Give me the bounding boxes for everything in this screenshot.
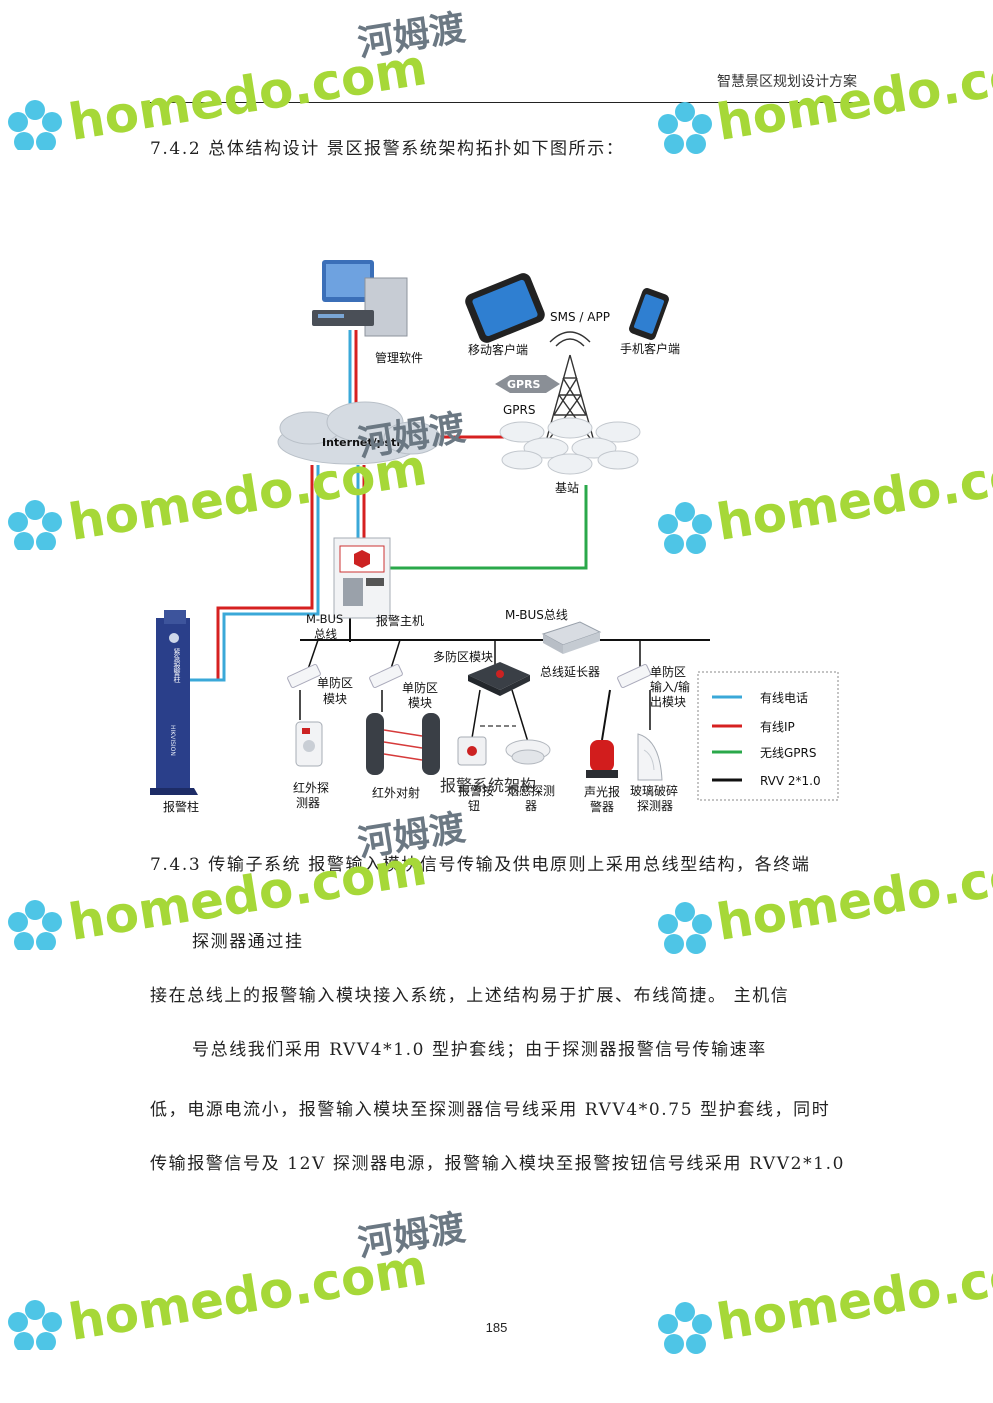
phone-icon [629,288,669,340]
section-743-line-1: 7.4.3 传输子系统 报警输入模块信号传输及供电原则上采用总线型结构，各终端 [150,855,811,875]
internet-cloud-icon [277,401,441,465]
tablet-icon [465,273,545,343]
single-zone-io-label-1: 单防区 [650,664,686,679]
watermark-flower-icon [8,100,62,150]
gprs-badge-text: GPRS [507,378,541,391]
strobe-label-2: 警器 [590,799,614,814]
watermark-flower-icon [658,102,712,154]
watermark-latin: homedo.com [713,38,993,152]
gprs-label: GPRS [503,403,536,417]
single-zone-module-b-icon [369,663,403,689]
mbus-left-label-2: 总线 [314,627,337,641]
watermark-flower-icon [658,902,712,954]
ir-detector-icon [295,721,323,767]
header-title: 智慧景区规划设计方案 [717,74,857,90]
alarm-button-label-1: 报警按 [458,783,494,798]
multi-zone-label: 多防区模块 [433,649,493,664]
alarm-pillar-icon: HIKVISION 紧急报警柱 [150,610,198,795]
legend-label-rvv: RVV 2*1.0 [760,774,821,788]
legend-label-phone: 有线电话 [760,691,808,705]
wire-gprs [390,485,588,570]
mbus-top-label: M-BUS总线 [505,608,568,622]
legend-label-ip: 有线IP [760,720,795,734]
watermark-flower-icon [8,500,62,550]
section-743-line-2: 探测器通过挂 [192,932,304,952]
smoke-detector-icon [505,739,551,765]
alarm-system-topology-diagram: 管理软件 移动客户端 SMS / APP 手机客户端 GPRS GPRS [150,260,839,814]
strobe-label-1: 声光报 [584,784,620,799]
ir-detector-label-1: 红外探 [293,780,329,795]
ir-detector-label-2: 测器 [296,796,320,810]
alarm-button-label-2: 钮 [468,798,480,813]
wire-pillar-phone [190,465,320,682]
smoke-detector-label-1: 烟感探测 [507,783,555,798]
alarm-pillar-label: 报警柱 [163,799,199,814]
single-zone-b-label-1: 单防区 [402,680,438,695]
single-zone-io-module-icon [617,663,651,689]
page-number: 185 [485,1320,508,1335]
mbus-left-label-1: M-BUS [306,612,343,626]
sms-app-label: SMS / APP [550,310,610,324]
ir-beam-icon [366,713,440,775]
watermark-chinese: 河姆渡 [355,1207,468,1264]
single-zone-a-label-1: 单防区 [317,675,353,690]
management-software-label: 管理软件 [375,350,423,365]
single-zone-a-label-2: 模块 [323,692,347,706]
single-zone-b-label-2: 模块 [408,696,432,710]
alarm-pillar-sign: 紧急报警柱 [173,647,181,684]
internet-label: Internet/pstn [322,436,404,449]
glass-break-detector-icon [637,733,663,781]
section-742-heading: 7.4.2 总体结构设计 景区报警系统架构拓扑如下图所示： [150,139,625,159]
watermark-1: homedo.com 河姆渡 [8,7,468,150]
section-743-line-5: 低，电源电流小，报警输入模块至探测器信号线采用 RVV4*0.75 型护套线，同… [150,1100,831,1120]
watermark-chinese: 河姆渡 [355,7,468,64]
bus-extender-icon [541,621,602,654]
legend-label-gprs: 无线GPRS [760,746,817,760]
base-station-label: 基站 [555,481,579,495]
bus-extender-label: 总线延长器 [540,665,600,679]
watermark-2: homedo.com [658,38,993,154]
mobile-client-label: 移动客户端 [468,342,528,357]
single-zone-module-a-icon [287,663,321,689]
section-743-line-3: 接在总线上的报警输入模块接入系统，上述结构易于扩展、布线简捷。 主机信 [150,986,790,1006]
ir-beam-label: 红外对射 [372,785,420,800]
gprs-badge-icon [495,375,560,393]
alarm-host-label: 报警主机 [376,613,424,628]
legend: 有线电话 有线IP 无线GPRS RVV 2*1.0 [697,671,839,801]
alarm-host-icon [333,537,391,619]
header-rule [148,102,860,103]
strobe-siren-icon [586,740,618,778]
watermark-8: homedo.com [658,1238,993,1354]
section-743-line-4: 号总线我们采用 RVV4*1.0 型护套线；由于探测器报警信号传输速率 [192,1040,767,1060]
multi-zone-module-icon [468,662,530,696]
single-zone-io-label-2: 输入/输 [650,679,690,694]
wire-pillar-ip [190,465,314,682]
base-station-cells [499,417,641,475]
phone-client-label: 手机客户端 [620,341,680,356]
computer-icon [312,260,408,337]
diagram-caption: 报警系统架构 [440,776,536,795]
watermark-flower-icon [8,900,62,950]
section-743-line-6: 传输报警信号及 12V 探测器电源，报警输入模块至报警按钮信号线采用 RVV2*… [150,1154,846,1174]
smoke-detector-label-2: 器 [525,799,537,813]
alarm-button-icon [457,736,487,766]
alarm-pillar-brand: HIKVISION [169,725,176,756]
glass-break-label-2: 探测器 [637,799,673,813]
glass-break-label-1: 玻璃破碎 [630,783,678,798]
single-zone-io-label-3: 出模块 [650,695,686,709]
